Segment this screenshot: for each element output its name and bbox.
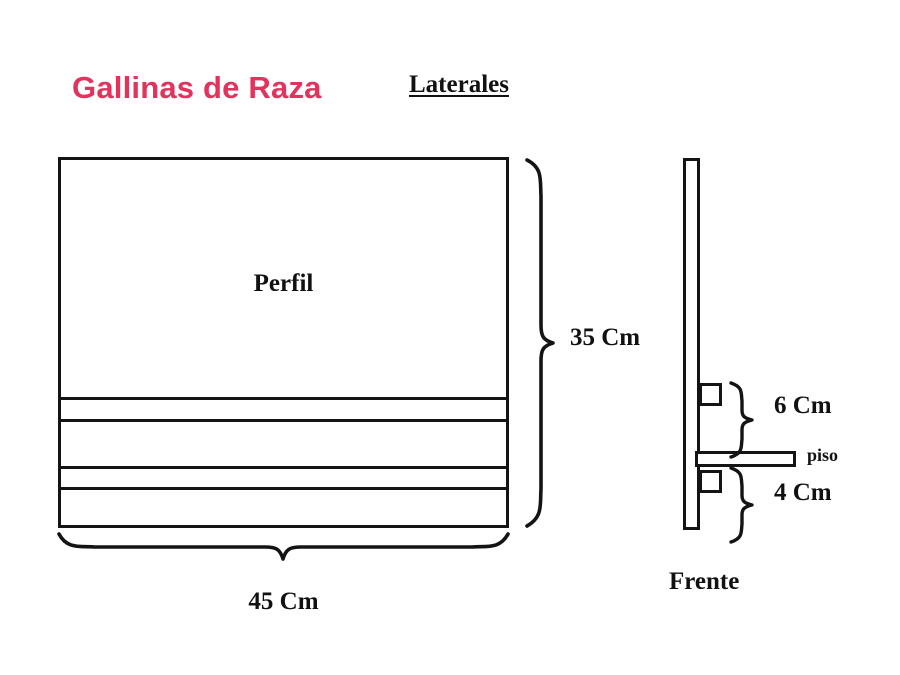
page-title: Gallinas de Raza — [72, 70, 322, 105]
frente-wall — [683, 158, 700, 530]
perfil-rectangle — [58, 157, 509, 528]
perfil-divider-line-4 — [58, 487, 509, 490]
brace-4cm — [729, 466, 754, 544]
perfil-divider-line-3 — [58, 466, 509, 469]
brace-6cm — [729, 381, 754, 459]
dimension-label-6cm: 6 Cm — [774, 392, 832, 419]
frente-upper-perch — [699, 383, 722, 406]
dimension-label-45cm: 45 Cm — [248, 588, 319, 615]
frente-lower-perch — [699, 470, 722, 493]
brace-45cm — [57, 532, 510, 561]
perfil-divider-line-2 — [58, 419, 509, 422]
frente-label: Frente — [669, 568, 740, 595]
perfil-label: Perfil — [253, 270, 314, 297]
dimension-label-4cm: 4 Cm — [774, 479, 832, 506]
dimension-label-35cm: 35 Cm — [570, 324, 641, 351]
perfil-divider-line-1 — [58, 397, 509, 400]
section-title-laterales: Laterales — [409, 71, 509, 98]
frente-piso-bar — [695, 451, 796, 467]
piso-label: piso — [807, 445, 839, 465]
brace-35cm — [525, 158, 555, 528]
